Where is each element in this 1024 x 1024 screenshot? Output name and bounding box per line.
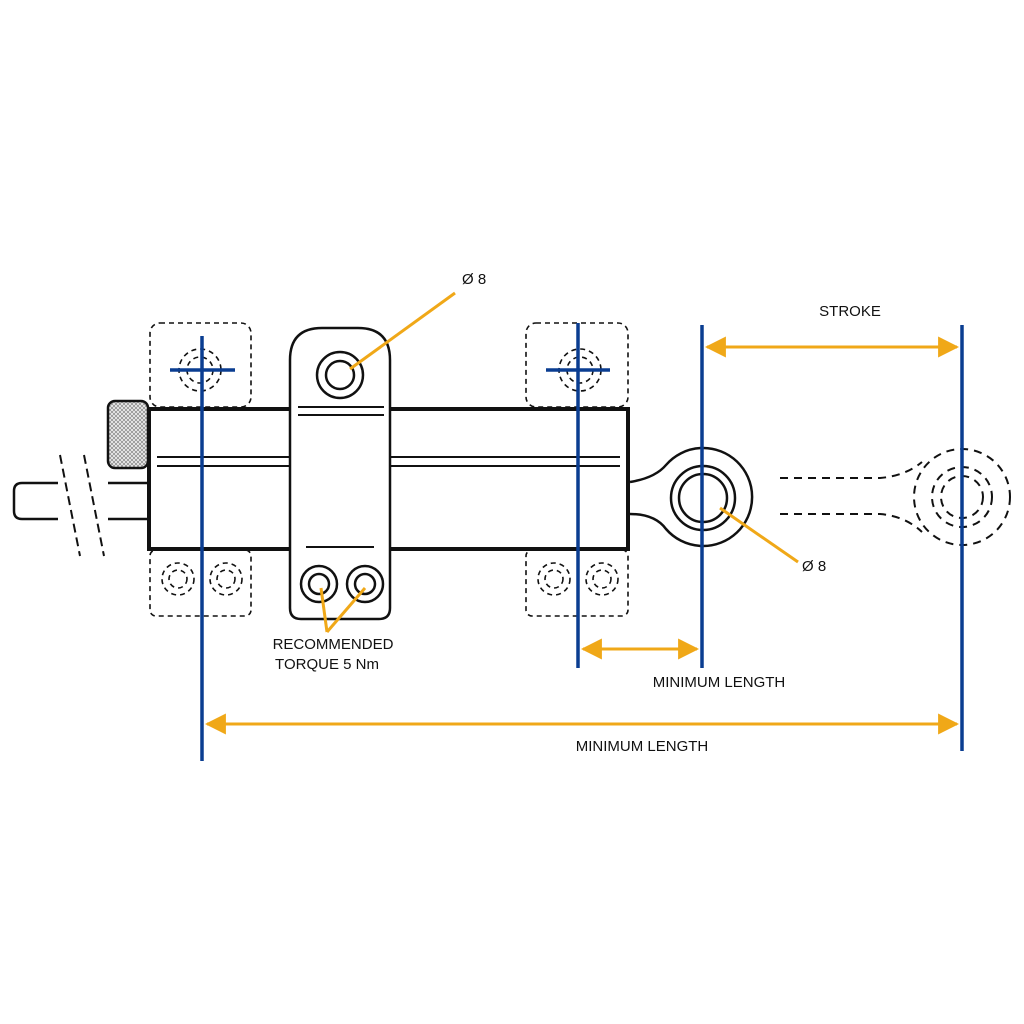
rod-end-extended xyxy=(780,448,1011,546)
rod-end-eye xyxy=(629,446,754,548)
center-clamp xyxy=(288,326,392,621)
dimension-lines xyxy=(204,291,960,735)
torque-leader-left xyxy=(319,587,329,633)
torque-label-line1: RECOMMENDED xyxy=(273,636,394,653)
torque-leader-right xyxy=(325,587,367,633)
min-length-long-label: MINIMUM LENGTH xyxy=(576,738,709,755)
diameter-top-label: Ø 8 xyxy=(462,271,486,288)
stroke-label: STROKE xyxy=(819,303,881,320)
diameter-top-leader xyxy=(349,291,456,371)
shaft xyxy=(12,448,150,558)
adjuster-knob xyxy=(106,399,150,470)
reference-lines xyxy=(170,323,964,761)
torque-label-line2: TORQUE 5 Nm xyxy=(275,656,379,673)
diameter-eye-label: Ø 8 xyxy=(802,558,826,575)
diameter-eye-leader xyxy=(719,506,799,564)
min-length-short-label: MINIMUM LENGTH xyxy=(653,674,786,691)
